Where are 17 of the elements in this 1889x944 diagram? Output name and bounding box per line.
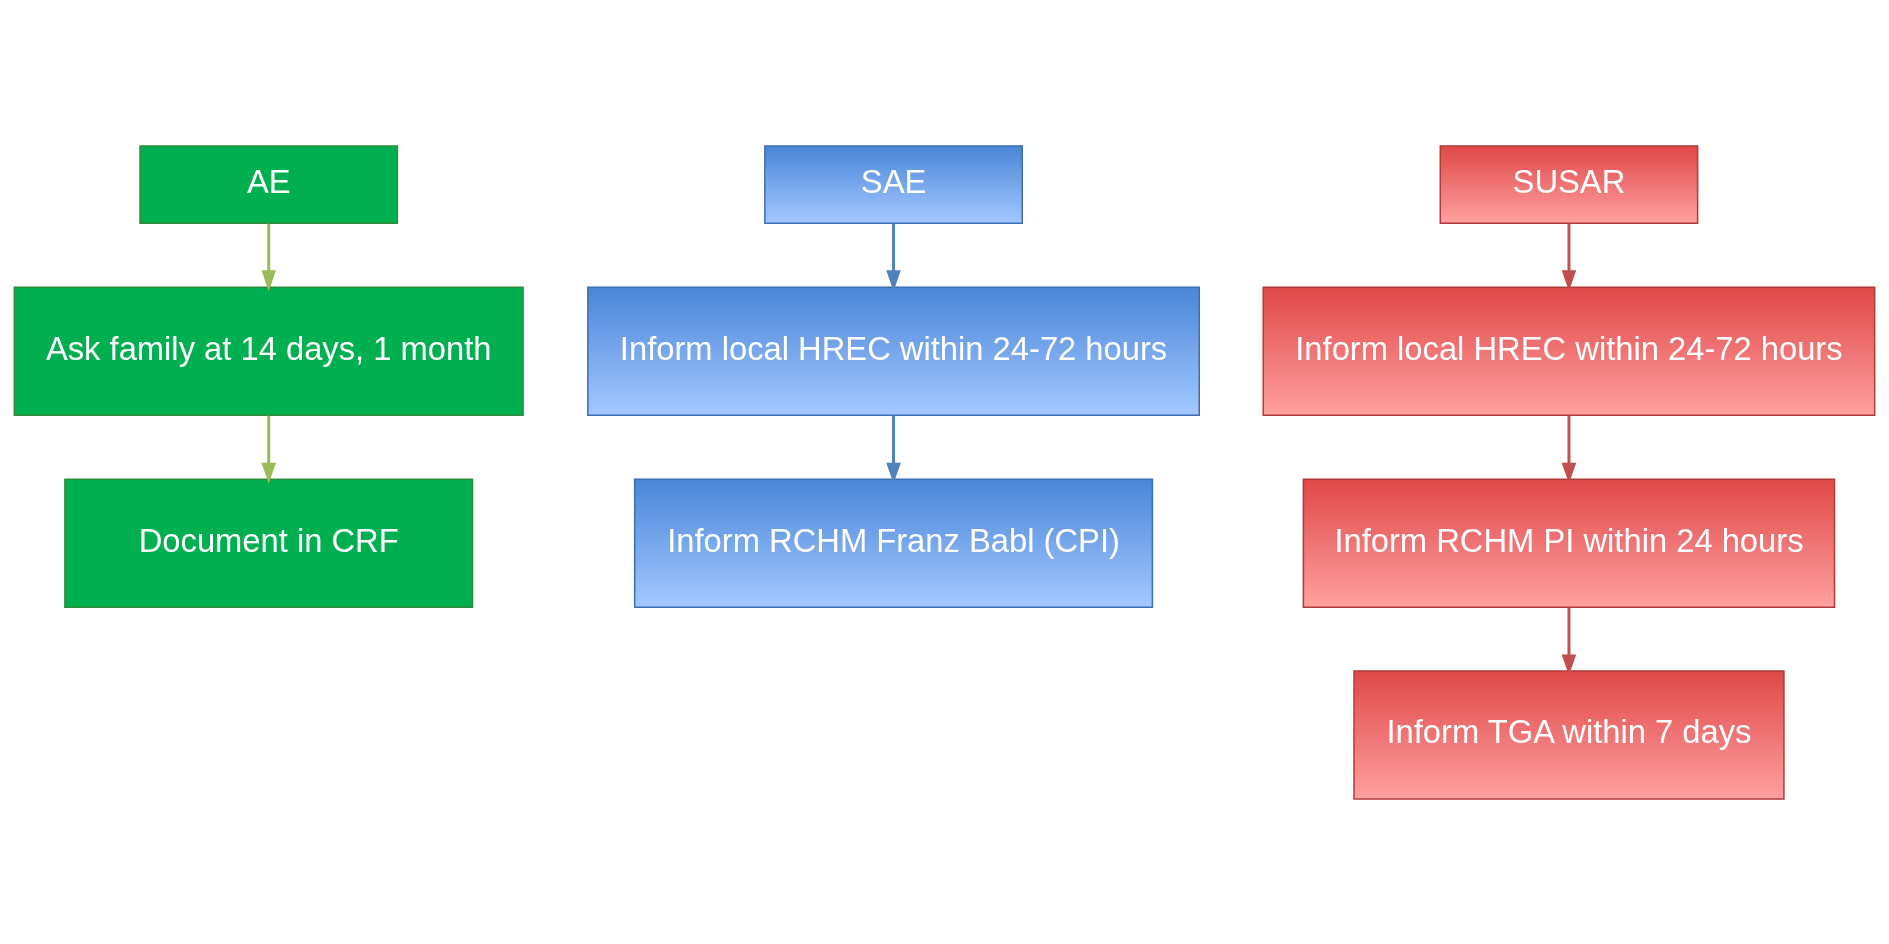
node-box: SUSAR (1439, 144, 1699, 224)
node-box: Inform RCHM Franz Babl (CPI) (633, 477, 1154, 608)
arrow (261, 223, 277, 291)
node-box: Document in CRF (64, 477, 474, 608)
arrow (1561, 415, 1577, 484)
arrow (886, 223, 901, 291)
node-box: SAE (764, 144, 1023, 224)
node-box: Inform local HREC within 24-72 hours (587, 286, 1200, 416)
arrow (261, 415, 277, 484)
arrow (1561, 607, 1577, 675)
node-box: Inform TGA within 7 days (1353, 669, 1785, 800)
node-box: Inform local HREC within 24-72 hours (1262, 286, 1876, 416)
arrow (1561, 223, 1577, 291)
node-box: AE (139, 144, 399, 224)
node-box: Ask family at 14 days, 1 month (13, 286, 524, 416)
node-box: Inform RCHM PI within 24 hours (1302, 477, 1836, 608)
arrow (886, 415, 901, 484)
